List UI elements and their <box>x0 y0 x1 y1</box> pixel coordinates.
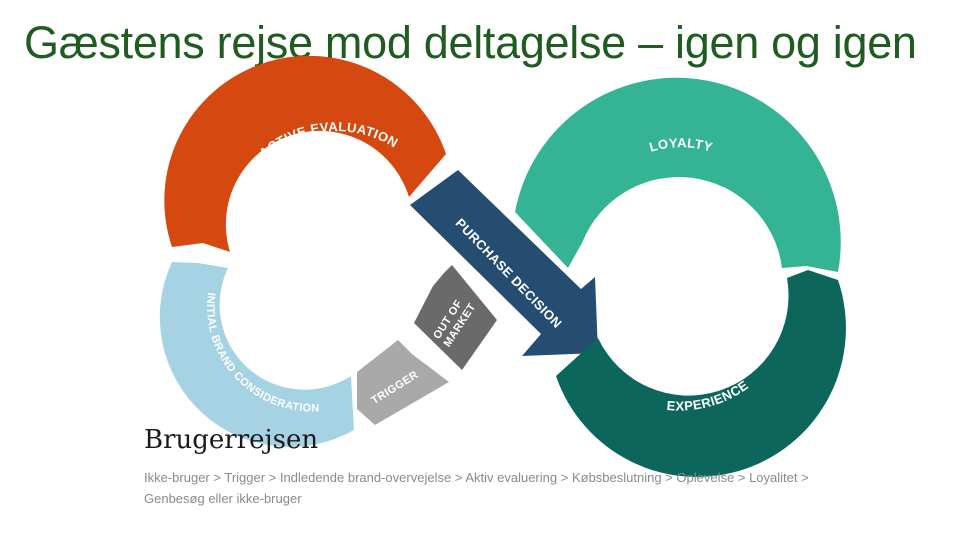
journey-step-active-evaluation: Aktiv evaluering <box>465 470 558 485</box>
experience-segment <box>556 270 846 477</box>
journey-step-loyalty: Loyalitet <box>749 470 798 485</box>
trigger-segment <box>357 340 449 425</box>
journey-step-initial-consideration: Indledende brand-overvejelse <box>279 470 452 485</box>
journey-step-non-user: Ikke-bruger <box>144 470 210 485</box>
journey-title: Brugerrejsen <box>144 425 319 455</box>
out-of-market-segment <box>414 265 497 370</box>
loyalty-label: LOYALTY <box>648 135 715 155</box>
journey-step-revisit: Genbesøg eller ikke-bruger <box>144 491 302 506</box>
slide-title: Gæstens rejse mod deltagelse – igen og i… <box>24 17 917 68</box>
journey-step-experience: Oplevelse <box>676 470 735 485</box>
journey-steps: Ikke-bruger > Trigger > Indledende brand… <box>144 467 884 509</box>
journey-separator: > <box>737 470 746 485</box>
purchase-decision-segment <box>410 170 598 356</box>
journey-separator: > <box>665 470 673 485</box>
journey-step-purchase-decision: Købsbeslutning <box>571 470 662 485</box>
journey-separator: > <box>801 470 809 485</box>
loyalty-segment <box>515 77 841 272</box>
journey-separator: > <box>213 470 221 485</box>
journey-step-trigger: Trigger <box>224 470 266 485</box>
journey-separator: > <box>268 470 277 485</box>
journey-separator: > <box>560 470 569 485</box>
initial-brand-consideration-segment <box>159 262 354 447</box>
journey-separator: > <box>454 470 463 485</box>
active-evaluation-segment <box>164 55 446 253</box>
